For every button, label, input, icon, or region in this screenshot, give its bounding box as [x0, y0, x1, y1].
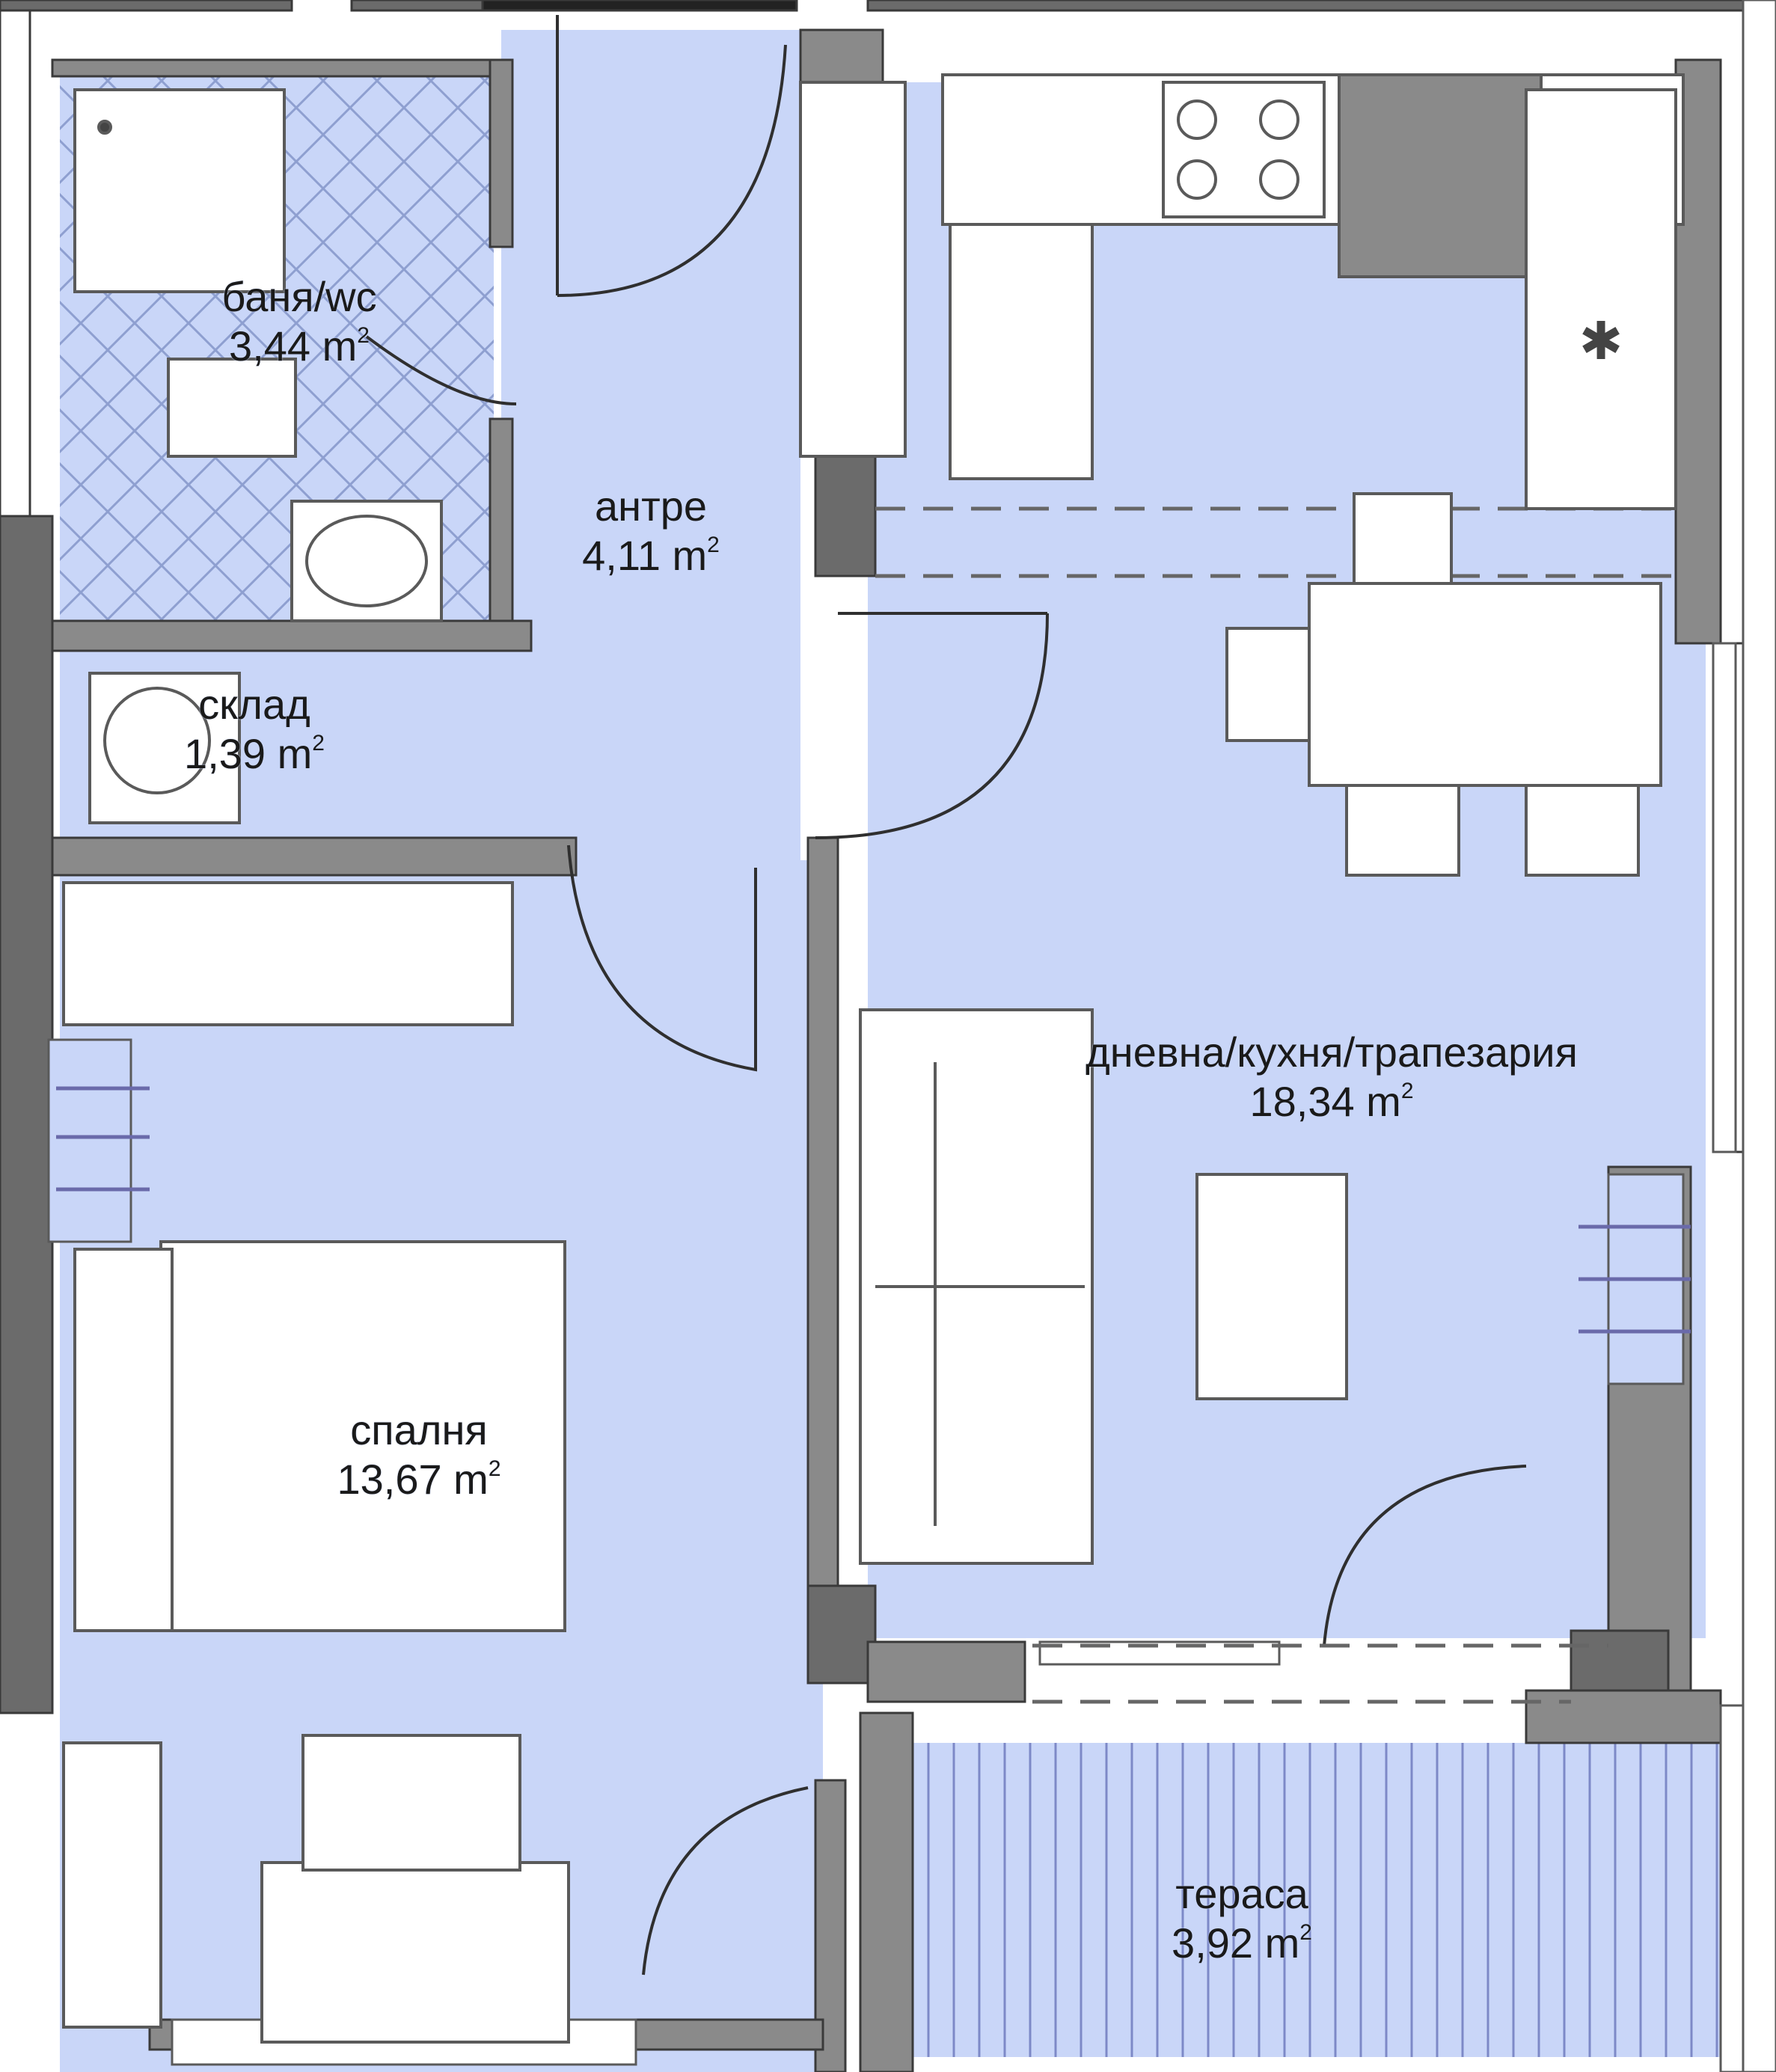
door-entrance [556, 15, 787, 297]
chair-bottom-2 [1525, 784, 1640, 877]
doors [365, 15, 1527, 1976]
wall-living-bottom-right [1525, 1689, 1722, 1744]
bed [159, 1240, 566, 1632]
storage-boiler [103, 687, 211, 794]
door-terrace-bedroom [642, 1786, 809, 1976]
chair-bottom-1 [1345, 784, 1460, 877]
wall-top-right [866, 0, 1752, 12]
chair-left [1225, 627, 1311, 742]
kitchen-sink [949, 223, 1094, 480]
window-arrows [56, 1086, 1691, 1334]
toilet [167, 358, 297, 458]
door-bedroom [567, 845, 757, 1072]
wardrobe-hall [799, 81, 907, 458]
floor-terrace [913, 1743, 1721, 2057]
window-living-bottom [1038, 1640, 1281, 1666]
wall-hall-right-block [814, 447, 877, 577]
wall-far-right [1742, 0, 1776, 2072]
storage-boiler-box [88, 672, 241, 824]
door-living [815, 612, 1049, 839]
wall-terrace-left [859, 1711, 914, 2072]
wall-bath-top [51, 58, 503, 78]
shower-drain [97, 120, 112, 135]
stove [1162, 81, 1326, 218]
door-bathroom [365, 335, 517, 405]
window-bedroom-left [47, 1038, 132, 1243]
windows [47, 642, 1737, 2066]
desk-chair [301, 1734, 521, 1872]
dining-table [1308, 582, 1662, 787]
wall-living-bottom [866, 1640, 1026, 1703]
wall-outer-left [0, 515, 54, 1714]
wall-bath-right-low [489, 417, 514, 645]
wardrobe-bedroom [62, 881, 514, 1026]
fridge-snow-icon: ✱ [1579, 310, 1623, 372]
bed-headboard [73, 1248, 174, 1632]
wall-left-thin-top [0, 0, 31, 518]
door-terrace-living [1323, 1465, 1527, 1646]
wall-top-door [481, 0, 798, 12]
wall-partition-low [806, 1584, 877, 1685]
window-living-right [1712, 642, 1737, 1153]
sink-bowl [305, 515, 428, 607]
kitchen-cabinet-dark [1338, 73, 1543, 278]
desk [260, 1861, 570, 2044]
wall-storage-bottom [51, 836, 578, 877]
wall-partition [806, 836, 839, 1587]
fridge [1525, 88, 1677, 510]
wall-bath-bottom [51, 619, 533, 652]
chair-top [1353, 492, 1453, 585]
wall-top-left [0, 0, 293, 12]
wall-bath-right [489, 58, 514, 248]
coffee-table [1195, 1173, 1348, 1400]
furniture [62, 73, 1685, 2044]
bedroom-cabinet [62, 1741, 162, 2029]
